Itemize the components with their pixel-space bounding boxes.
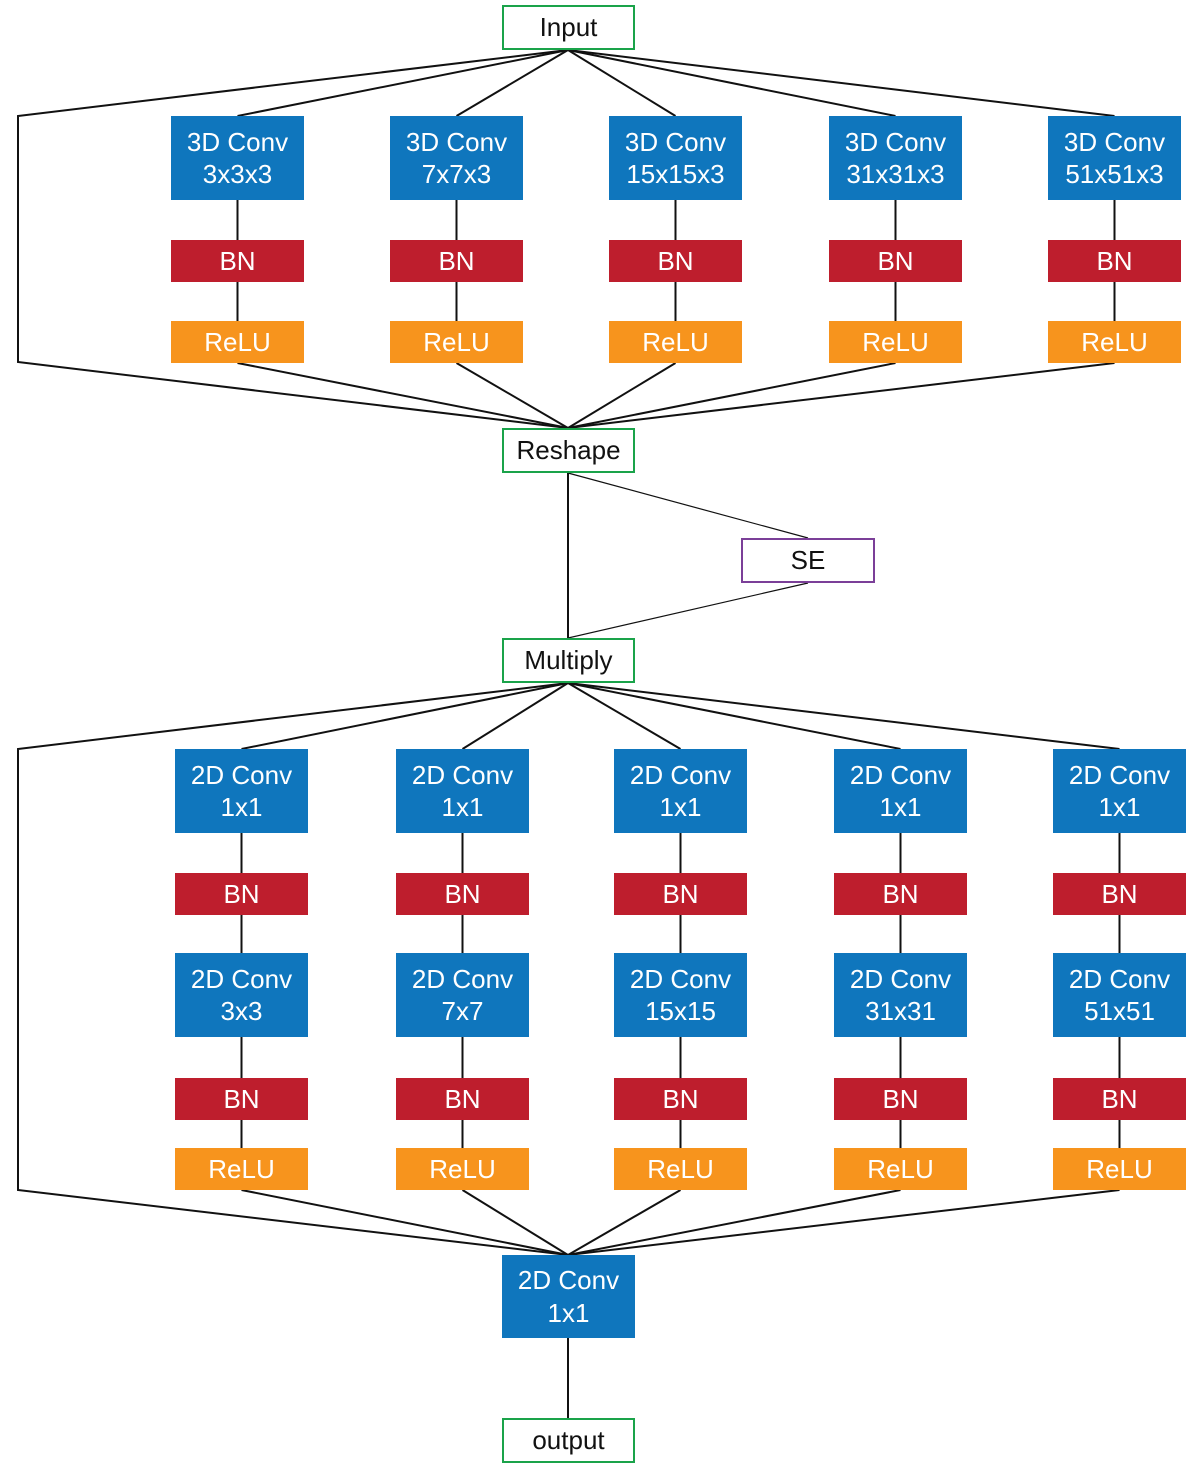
se-node: SE xyxy=(741,538,875,583)
input-node: Input xyxy=(502,5,635,50)
bn-block: BN xyxy=(396,1078,529,1120)
relu-block: ReLU xyxy=(390,321,523,363)
connector-line xyxy=(567,362,896,429)
conv2d-kernel-block: 2D Conv 3x3 xyxy=(175,953,308,1037)
output-node: output xyxy=(502,1418,635,1463)
connector-line xyxy=(461,1189,569,1256)
connector-line xyxy=(567,49,896,117)
relu-block: ReLU xyxy=(1048,321,1181,363)
bn-block: BN xyxy=(829,240,962,282)
relu-block: ReLU xyxy=(609,321,742,363)
connector-line xyxy=(567,472,809,539)
skip-connection-line xyxy=(17,682,569,1256)
reshape-node: Reshape xyxy=(502,428,635,473)
final-conv-node: 2D Conv 1x1 xyxy=(502,1255,635,1338)
conv3d-block: 3D Conv 3x3x3 xyxy=(171,116,304,200)
connector-line xyxy=(567,682,901,750)
connector-line xyxy=(567,362,1115,429)
relu-block: ReLU xyxy=(175,1148,308,1190)
connector-line xyxy=(237,49,569,117)
bn-block: BN xyxy=(1053,873,1186,915)
bn-block: BN xyxy=(834,873,967,915)
conv2d-1x1-block: 2D Conv 1x1 xyxy=(175,749,308,833)
bn-block: BN xyxy=(175,873,308,915)
multiply-node: Multiply xyxy=(502,638,635,683)
connector-line xyxy=(241,682,569,750)
conv2d-1x1-block: 2D Conv 1x1 xyxy=(834,749,967,833)
conv3d-block: 3D Conv 7x7x3 xyxy=(390,116,523,200)
relu-block: ReLU xyxy=(1053,1148,1186,1190)
connector-line xyxy=(567,1189,901,1256)
connector-line xyxy=(461,682,569,750)
bn-block: BN xyxy=(1053,1078,1186,1120)
conv2d-kernel-block: 2D Conv 31x31 xyxy=(834,953,967,1037)
bn-block: BN xyxy=(390,240,523,282)
bn-block: BN xyxy=(1048,240,1181,282)
conv3d-block: 3D Conv 31x31x3 xyxy=(829,116,962,200)
conv2d-1x1-block: 2D Conv 1x1 xyxy=(396,749,529,833)
connector-line xyxy=(567,49,677,117)
relu-block: ReLU xyxy=(834,1148,967,1190)
relu-block: ReLU xyxy=(396,1148,529,1190)
connector-line xyxy=(567,582,809,639)
connector-line xyxy=(567,1189,682,1256)
bn-block: BN xyxy=(614,1078,747,1120)
conv3d-block: 3D Conv 15x15x3 xyxy=(609,116,742,200)
relu-block: ReLU xyxy=(614,1148,747,1190)
bn-block: BN xyxy=(834,1078,967,1120)
connector-line xyxy=(567,682,682,750)
skip-connection-line xyxy=(17,49,569,429)
connector-line xyxy=(567,682,1120,750)
connector-line xyxy=(237,362,569,429)
relu-block: ReLU xyxy=(171,321,304,363)
conv2d-kernel-block: 2D Conv 7x7 xyxy=(396,953,529,1037)
relu-block: ReLU xyxy=(829,321,962,363)
connector-line xyxy=(567,362,677,429)
conv2d-1x1-block: 2D Conv 1x1 xyxy=(614,749,747,833)
bn-block: BN xyxy=(609,240,742,282)
connector-line xyxy=(241,1189,569,1256)
bn-block: BN xyxy=(614,873,747,915)
bn-block: BN xyxy=(396,873,529,915)
connector-line xyxy=(567,49,1115,117)
conv3d-block: 3D Conv 51x51x3 xyxy=(1048,116,1181,200)
conv2d-1x1-block: 2D Conv 1x1 xyxy=(1053,749,1186,833)
conv2d-kernel-block: 2D Conv 51x51 xyxy=(1053,953,1186,1037)
bn-block: BN xyxy=(171,240,304,282)
bn-block: BN xyxy=(175,1078,308,1120)
connector-line xyxy=(455,49,569,117)
conv2d-kernel-block: 2D Conv 15x15 xyxy=(614,953,747,1037)
connector-line xyxy=(567,1189,1120,1256)
connector-line xyxy=(455,362,569,429)
